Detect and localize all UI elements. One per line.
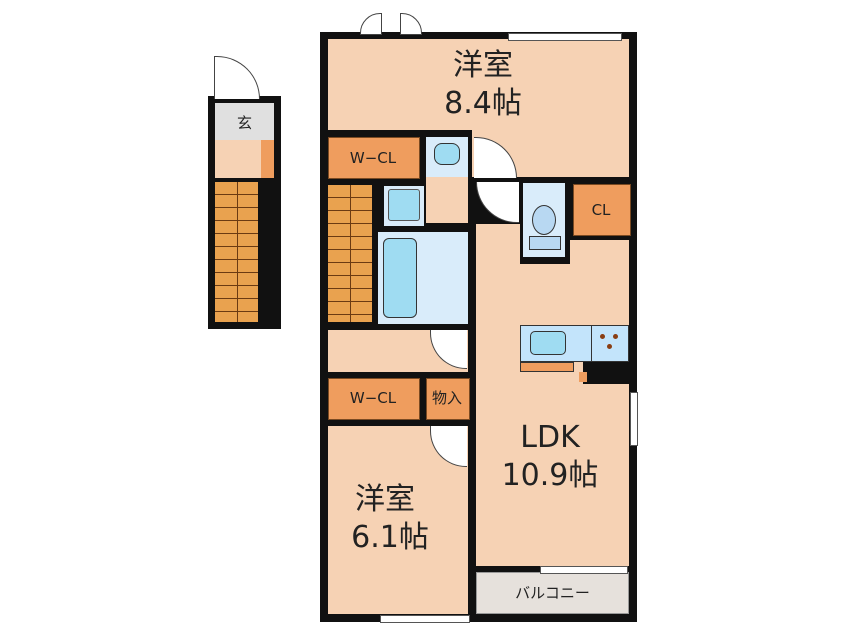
toilet-bowl [532, 205, 556, 235]
entrance-genkan [215, 103, 274, 140]
stove-burner-1 [600, 334, 605, 339]
window-north [508, 33, 622, 41]
ldk [476, 264, 629, 566]
western-room-north [328, 39, 629, 130]
wcl-north-label: W−CL [349, 149, 397, 167]
sink-bowl [434, 143, 460, 165]
western-room-north-size: 8.4帖 [444, 86, 522, 121]
landing [215, 140, 268, 178]
wcl-north [328, 137, 420, 179]
entrance-label: 玄 [236, 114, 252, 132]
kitchen-shelf [520, 362, 574, 372]
entrance-door[interactable] [214, 56, 260, 99]
stove-divider [591, 325, 592, 362]
wcl-south-label: W−CL [349, 389, 397, 407]
stairs-up [328, 185, 372, 322]
wcl-south [328, 378, 420, 420]
balcony-label: バルコニー [515, 584, 590, 602]
cl [573, 184, 631, 236]
washing-machine [388, 189, 420, 221]
stove-burner-3 [607, 344, 612, 349]
ldk-upper-right [570, 240, 629, 264]
kitchen-pillar [583, 362, 629, 384]
ldk-name: LDK [520, 420, 580, 455]
cl-label: CL [591, 201, 611, 219]
bathtub [383, 238, 417, 318]
kitchen-small-box [579, 372, 587, 382]
balcony-door-left[interactable] [360, 13, 382, 35]
storage [426, 378, 470, 420]
kitchen-sink [530, 331, 566, 355]
balcony [476, 572, 629, 614]
western-room-north-name: 洋室 [453, 48, 513, 83]
stairs-down [215, 182, 258, 322]
western-room-south-size: 6.1帖 [351, 520, 429, 555]
toilet-tank [529, 236, 561, 250]
western-room-south-name: 洋室 [355, 482, 415, 517]
stove-burner-2 [613, 334, 618, 339]
landing-closet [261, 140, 274, 178]
window-balcony [540, 566, 628, 574]
ldk-size: 10.9帖 [501, 458, 599, 493]
window-east [630, 392, 638, 446]
window-south [380, 615, 470, 623]
ldk-upper [476, 224, 520, 264]
storage-label: 物入 [431, 389, 462, 407]
entrance-tower: 玄 [208, 96, 281, 329]
balcony-door-right[interactable] [400, 13, 422, 35]
